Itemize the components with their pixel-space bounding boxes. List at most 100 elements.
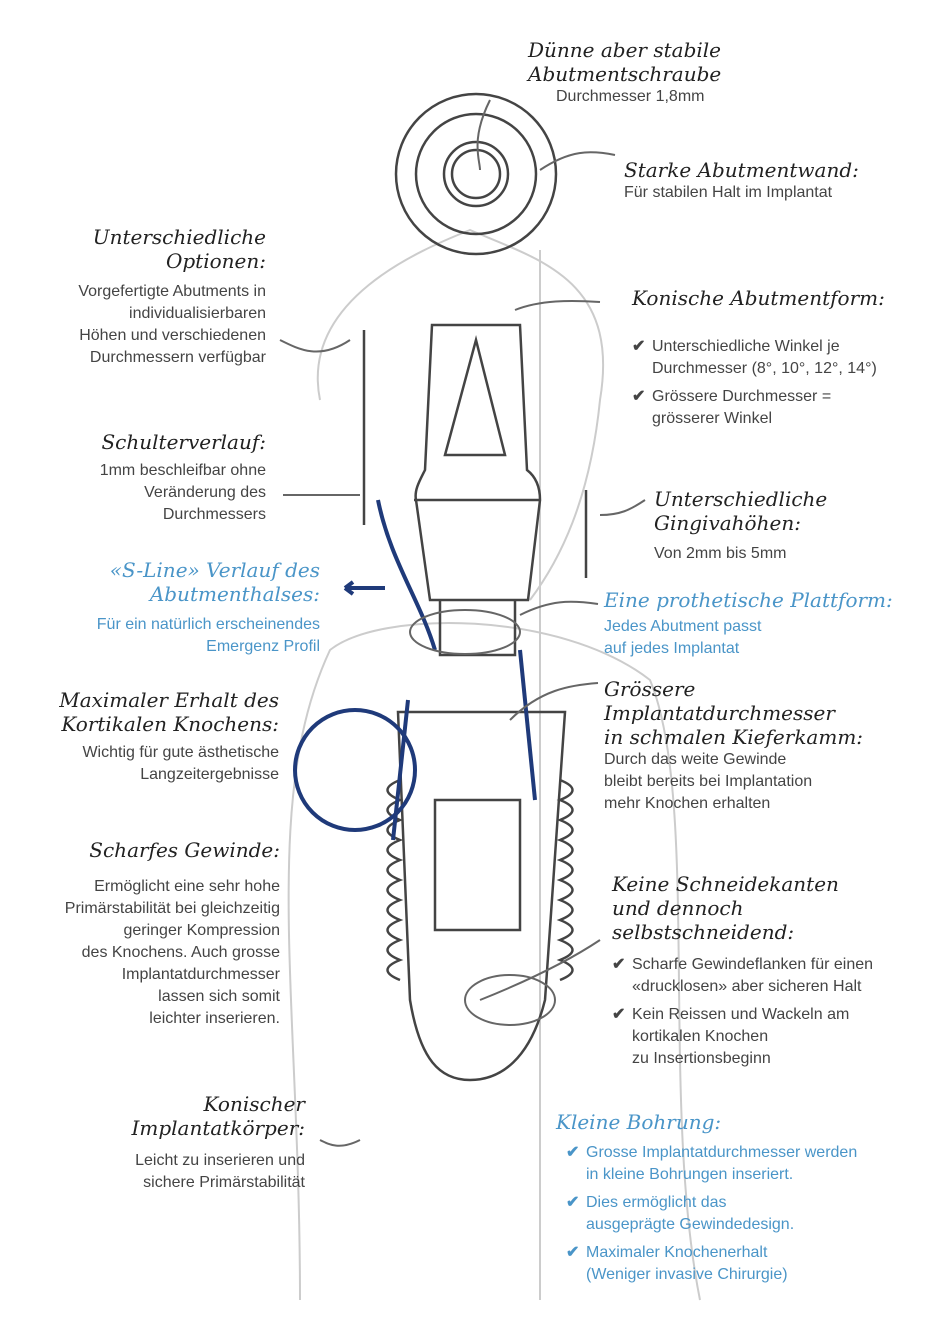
bullet-line: Unterschiedliche Winkel je bbox=[652, 338, 840, 355]
bullet-line: kortikalen Knochen bbox=[632, 1028, 769, 1045]
bullet-line: Dies ermöglicht das bbox=[586, 1194, 727, 1211]
check-icon: ✔ bbox=[566, 1244, 580, 1261]
sline-line: Für ein natürlich erscheinendes bbox=[96, 616, 320, 633]
larger-title-1: Grössere bbox=[604, 677, 696, 701]
check-icon: ✔ bbox=[566, 1194, 580, 1211]
check-icon: ✔ bbox=[566, 1144, 580, 1161]
cortical-line: Wichtig für gute ästhetische bbox=[82, 744, 279, 761]
larger-line: mehr Knochen erhalten bbox=[604, 795, 771, 812]
body-line: Leicht zu inserieren und bbox=[135, 1152, 305, 1169]
annotation-sline: «S-Line» Verlauf des Abutmenthalses: Für… bbox=[0, 558, 320, 658]
screw-body: Durchmesser 1,8mm bbox=[556, 88, 705, 105]
bullet-line: (Weniger invasive Chirurgie) bbox=[586, 1266, 788, 1283]
screw-title-2: Abutmentschraube bbox=[528, 62, 722, 86]
thread-line: Ermöglicht eine sehr hohe bbox=[94, 878, 280, 895]
cutting-list: ✔ Scharfe Gewindeflanken für einen «druckl… bbox=[612, 954, 873, 1070]
gingiva-body: Von 2mm bis 5mm bbox=[654, 545, 787, 562]
larger-title-3: in schmalen Kieferkamm: bbox=[604, 725, 864, 749]
annotation-drill: Kleine Bohrung: ✔ Grosse Implantatdurchme… bbox=[556, 1110, 857, 1292]
shoulder-line: Durchmessers bbox=[162, 506, 266, 523]
body-line: sichere Primärstabilität bbox=[143, 1174, 305, 1191]
thread-line: geringer Kompression bbox=[123, 922, 280, 939]
bullet-line: zu Insertionsbeginn bbox=[632, 1050, 771, 1067]
check-icon: ✔ bbox=[612, 1006, 626, 1023]
cutting-title-2: und dennoch bbox=[612, 896, 744, 920]
list-item: ✔ Grosse Implantatdurchmesser werden in kl… bbox=[566, 1142, 857, 1186]
screw-title-1: Dünne aber stabile bbox=[528, 38, 722, 62]
larger-title-2: Implantatdurchmesser bbox=[604, 701, 835, 725]
implant-body bbox=[386, 710, 574, 1082]
thread-line: Primärstabilität bei gleichzeitig bbox=[64, 900, 280, 917]
wall-title: Starke Abutmentwand: bbox=[624, 158, 859, 182]
options-title-2: Optionen: bbox=[165, 249, 266, 273]
thread-line: Implantatdurchmesser bbox=[121, 966, 280, 983]
thread-line: des Knochens. Auch grosse bbox=[81, 944, 280, 961]
arrows bbox=[279, 99, 646, 1147]
annotation-options: Unterschiedliche Optionen: Vorgefertigte… bbox=[0, 225, 266, 369]
bullet-line: Grössere Durchmesser = bbox=[652, 388, 832, 405]
annotation-implant-body: Konischer Implantatkörper: Leicht zu ins… bbox=[25, 1092, 305, 1194]
bullet-line: Grosse Implantatdurchmesser werden bbox=[586, 1144, 858, 1161]
bullet-line: Maximaler Knochenerhalt bbox=[586, 1244, 768, 1261]
annotation-cutting: Keine Schneidekanten und dennoch selbsts… bbox=[612, 872, 873, 1076]
options-line: Vorgefertigte Abutments in bbox=[78, 283, 266, 300]
annotation-thread: Scharfes Gewinde: Ermöglicht eine sehr h… bbox=[0, 838, 280, 1030]
drill-list: ✔ Grosse Implantatdurchmesser werden in kl… bbox=[556, 1142, 857, 1286]
check-icon: ✔ bbox=[632, 338, 646, 355]
bone-outline bbox=[287, 621, 701, 1301]
platform-line: auf jedes Implantat bbox=[604, 640, 740, 657]
shoulder-line: 1mm beschleifbar ohne bbox=[99, 462, 266, 479]
cortical-line: Langzeitergebnisse bbox=[140, 766, 279, 783]
thread-line: lassen sich somit bbox=[158, 988, 280, 1005]
bullet-line: «drucklosen» aber sicheren Halt bbox=[632, 978, 862, 995]
list-item: ✔ Kein Reissen und Wackeln am kortikalen K… bbox=[612, 1004, 873, 1070]
thread-title: Scharfes Gewinde: bbox=[89, 838, 280, 862]
list-item: ✔Grössere Durchmesser =grösserer Winkel bbox=[632, 386, 885, 430]
annotation-wall: Starke Abutmentwand: Für stabilen Halt i… bbox=[624, 158, 859, 204]
platform-line: Jedes Abutment passt bbox=[604, 618, 762, 635]
abutment-top-view bbox=[394, 92, 558, 256]
thread-line: leichter inserieren. bbox=[149, 1010, 280, 1027]
options-line: Höhen und verschiedenen bbox=[79, 327, 266, 344]
sline-line: Emergenz Profil bbox=[206, 638, 320, 655]
tooth-outline bbox=[316, 228, 605, 601]
cortical-title-1: Maximaler Erhalt des bbox=[59, 688, 279, 712]
wall-body: Für stabilen Halt im Implantat bbox=[624, 184, 833, 201]
annotation-shoulder: Schulterverlauf: 1mm beschleifbar ohne V… bbox=[0, 430, 266, 526]
annotation-larger-diameter: Grössere Implantatdurchmesser in schmale… bbox=[604, 677, 863, 815]
sline-title-2: Abutmenthalses: bbox=[149, 582, 320, 606]
annotation-platform: Eine prothetische Plattform: Jedes Abutm… bbox=[604, 588, 893, 660]
navy-highlights bbox=[293, 499, 537, 841]
shoulder-line: Veränderung des bbox=[144, 484, 266, 501]
options-line: individualisierbaren bbox=[129, 305, 266, 322]
bullet-line: Kein Reissen und Wackeln am bbox=[632, 1006, 850, 1023]
bullet-line: in kleine Bohrungen inseriert. bbox=[586, 1166, 794, 1183]
platform-title: Eine prothetische Plattform: bbox=[604, 588, 893, 612]
bullet-line: ausgeprägte Gewindedesign. bbox=[586, 1216, 795, 1233]
options-line: Durchmessern verfügbar bbox=[89, 349, 266, 366]
options-title-1: Unterschiedliche bbox=[92, 225, 266, 249]
bullet-line: grösserer Winkel bbox=[652, 410, 773, 427]
list-item: ✔ Dies ermöglicht das ausgeprägte Gewinded… bbox=[566, 1192, 857, 1236]
annotation-gingiva: Unterschiedliche Gingivahöhen: Von 2mm b… bbox=[654, 487, 827, 565]
annotation-screw: Dünne aber stabile Abutmentschraube Durc… bbox=[528, 38, 721, 108]
annotation-conical: Konische Abutmentform: ✔Unterschiedliche… bbox=[632, 286, 885, 436]
check-icon: ✔ bbox=[612, 956, 626, 973]
bullet-line: Scharfe Gewindeflanken für einen bbox=[632, 956, 874, 973]
shoulder-title: Schulterverlauf: bbox=[101, 430, 266, 454]
gingiva-title-1: Unterschiedliche bbox=[654, 487, 828, 511]
cortical-title-2: Kortikalen Knochens: bbox=[61, 712, 279, 736]
annotation-cortical: Maximaler Erhalt des Kortikalen Knochens… bbox=[0, 688, 279, 786]
larger-line: Durch das weite Gewinde bbox=[604, 751, 787, 768]
drill-title: Kleine Bohrung: bbox=[556, 1110, 722, 1134]
cutting-title-3: selbstschneidend: bbox=[612, 920, 795, 944]
abutment-side-view bbox=[362, 323, 588, 657]
larger-line: bleibt bereits bei Implantation bbox=[604, 773, 813, 790]
list-item: ✔ Maximaler Knochenerhalt (Weniger invasiv… bbox=[566, 1242, 857, 1286]
body-title-1: Konischer bbox=[203, 1092, 305, 1116]
body-title-2: Implantatkörper: bbox=[131, 1116, 305, 1140]
